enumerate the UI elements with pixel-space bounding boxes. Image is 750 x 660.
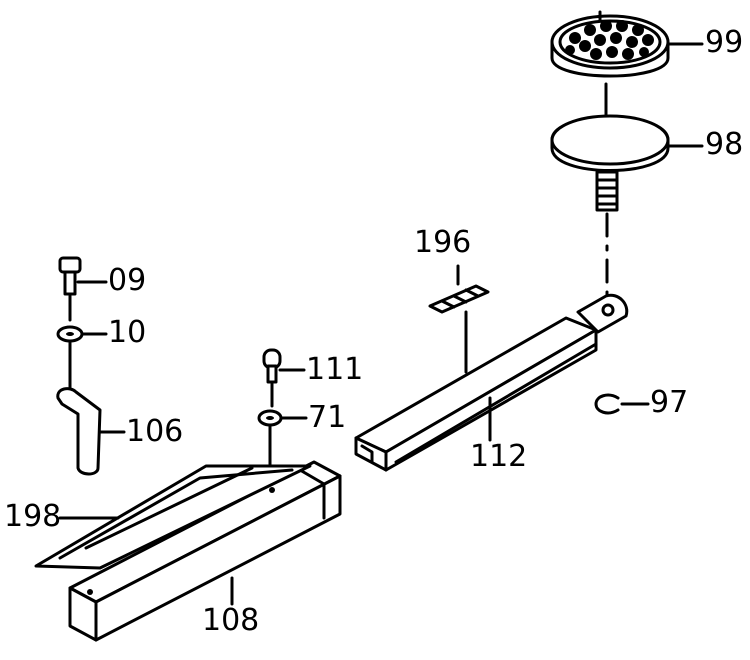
part-196-label-plate	[428, 284, 490, 314]
label-98: 98	[705, 127, 744, 162]
label-198: 198	[4, 499, 62, 534]
part-99-perforated-disc	[550, 10, 670, 78]
label-10: 10	[108, 315, 147, 350]
part-106-bent-pin	[56, 387, 102, 476]
label-97: 97	[650, 385, 689, 420]
label-112: 112	[470, 439, 528, 474]
label-99: 99	[705, 25, 744, 60]
label-108: 108	[202, 603, 260, 638]
part-111-pin	[262, 348, 282, 384]
label-196: 196	[414, 225, 472, 260]
part-09-bolt	[58, 256, 82, 296]
label-09: 09	[108, 263, 147, 298]
part-97-clip	[594, 393, 620, 415]
part-198-thin-plate	[34, 464, 312, 570]
part-98-round-pad	[550, 114, 670, 212]
label-71: 71	[308, 400, 347, 435]
label-106: 106	[126, 414, 184, 449]
label-111: 111	[306, 352, 364, 387]
part-108-base-beam	[68, 460, 342, 642]
